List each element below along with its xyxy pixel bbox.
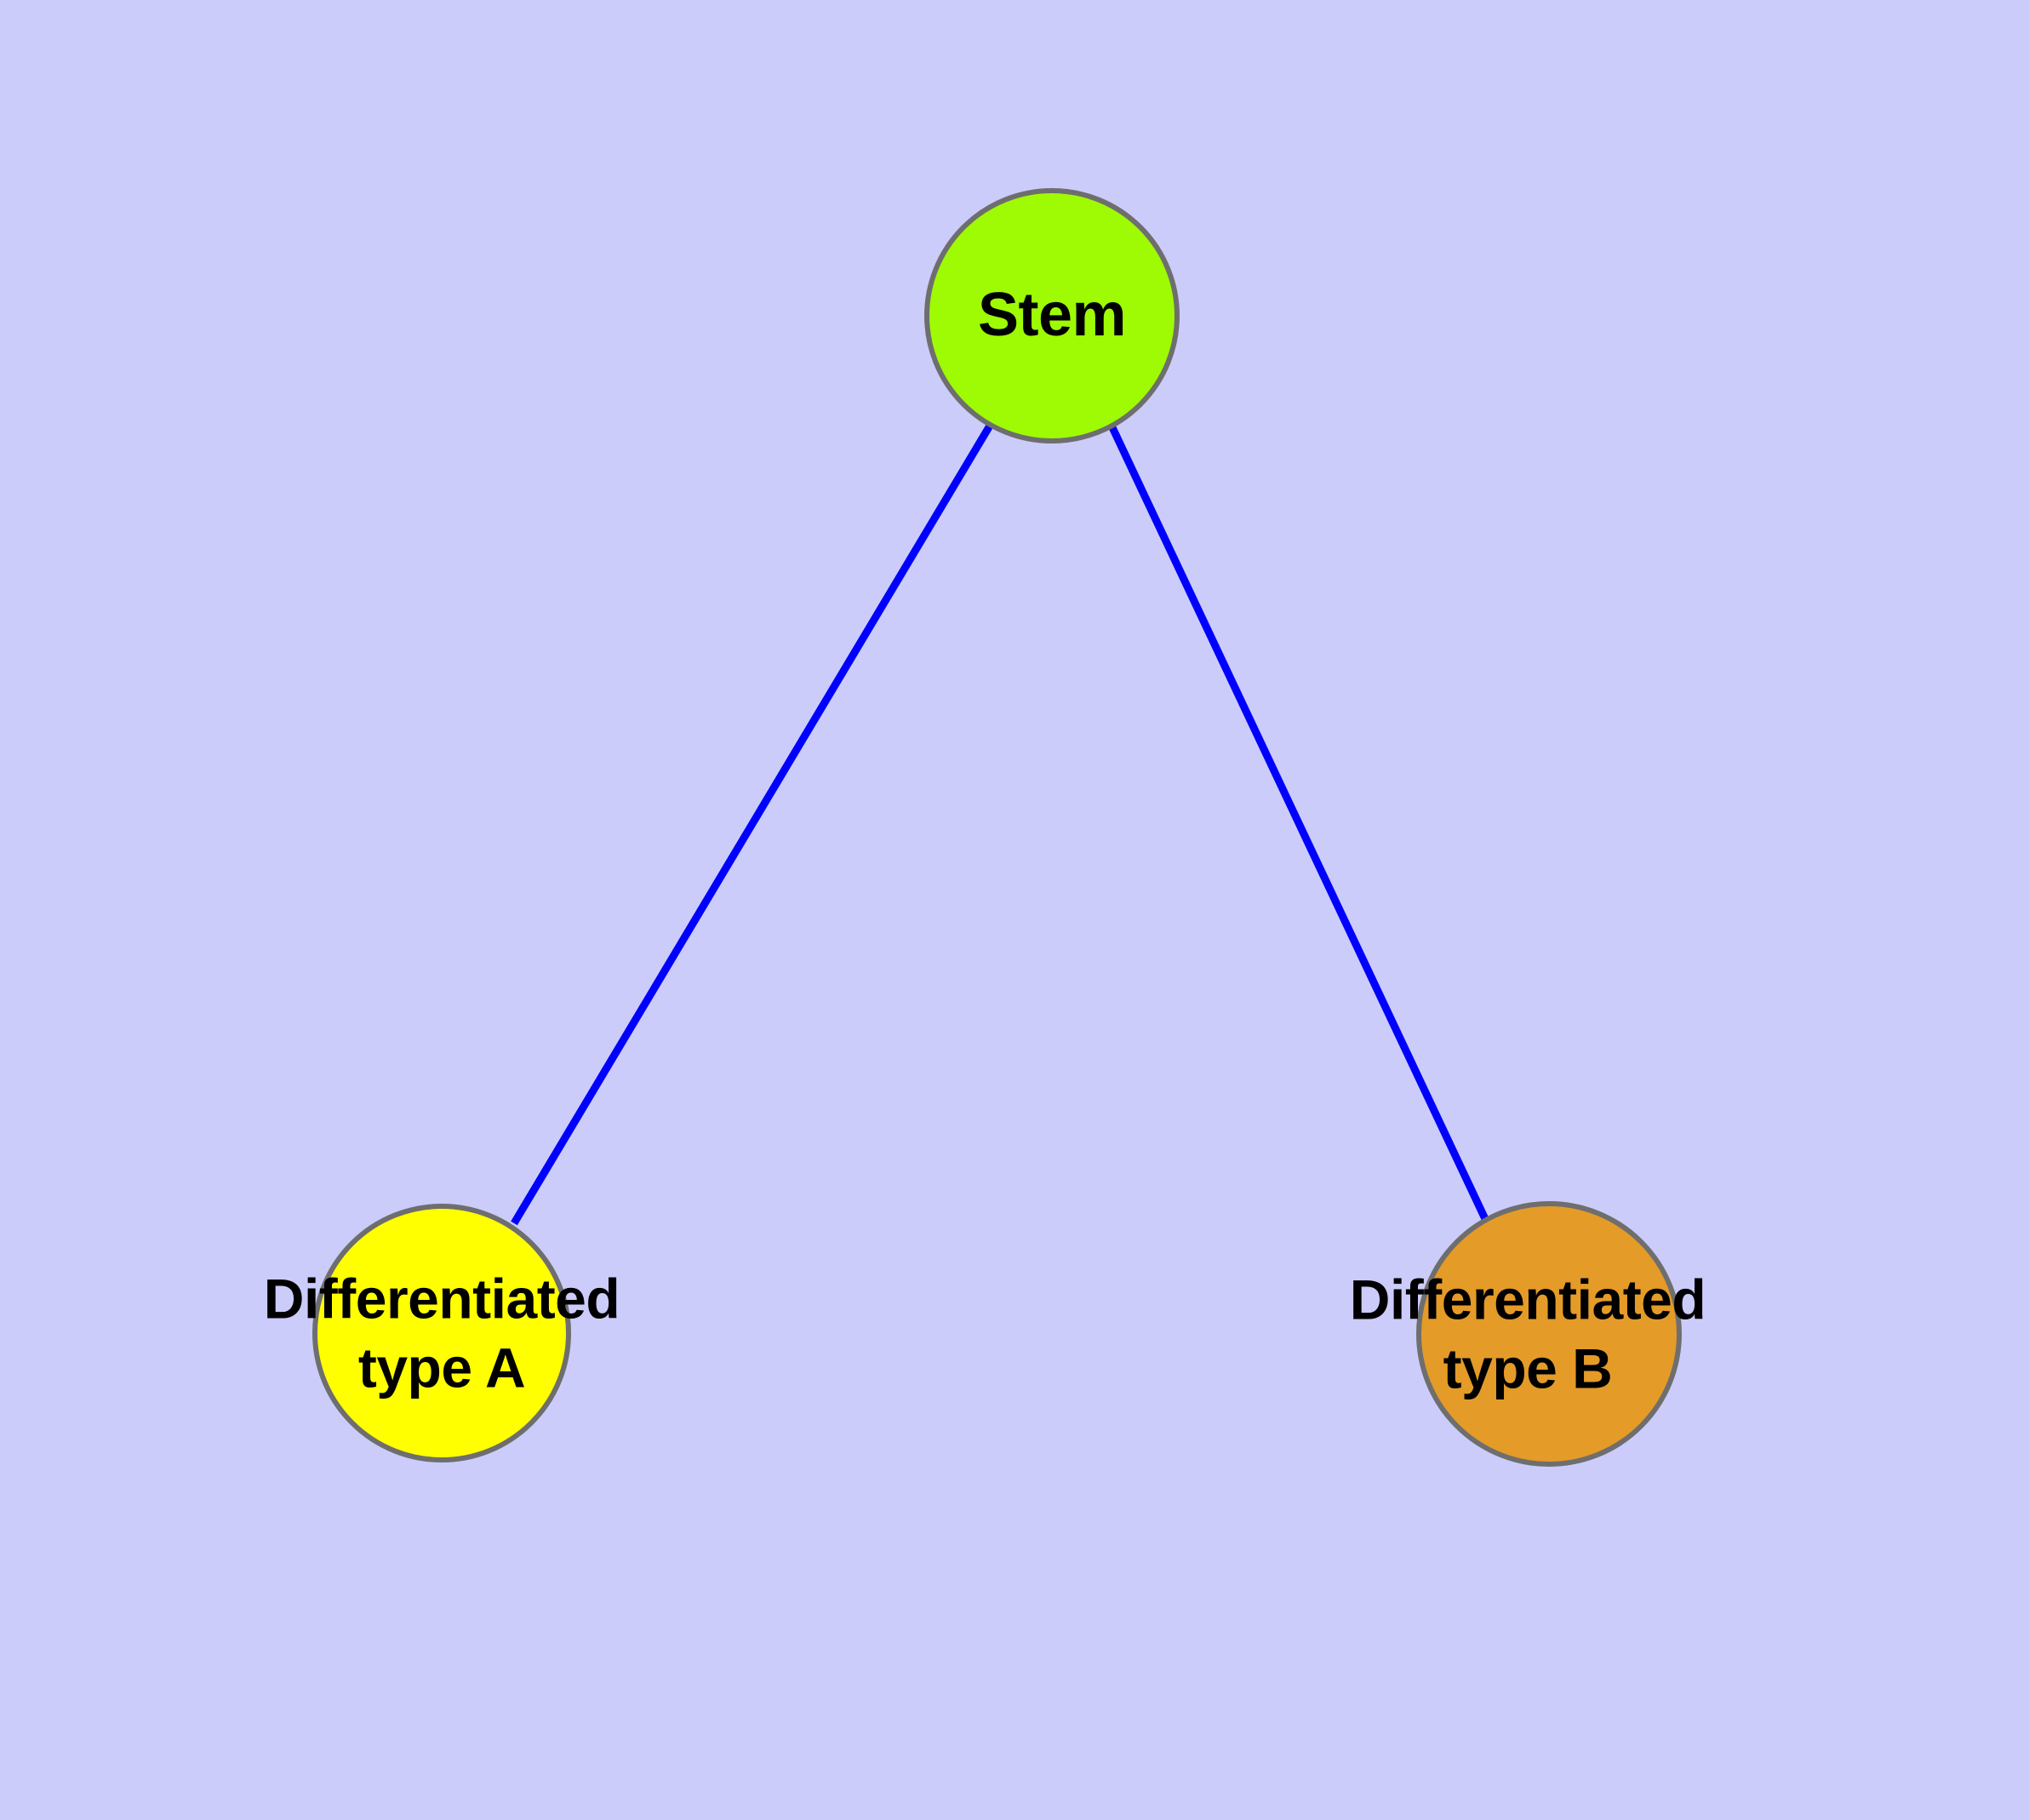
node-stem[interactable]: Stem — [924, 188, 1180, 444]
node-stem-label: Stem — [977, 281, 1127, 350]
label-line-2: type A — [357, 1336, 526, 1399]
edge-stem-to-type-a[interactable] — [511, 423, 993, 1226]
edge-stem-to-type-b[interactable] — [1107, 424, 1490, 1222]
label-line-2: type B — [1443, 1336, 1613, 1399]
